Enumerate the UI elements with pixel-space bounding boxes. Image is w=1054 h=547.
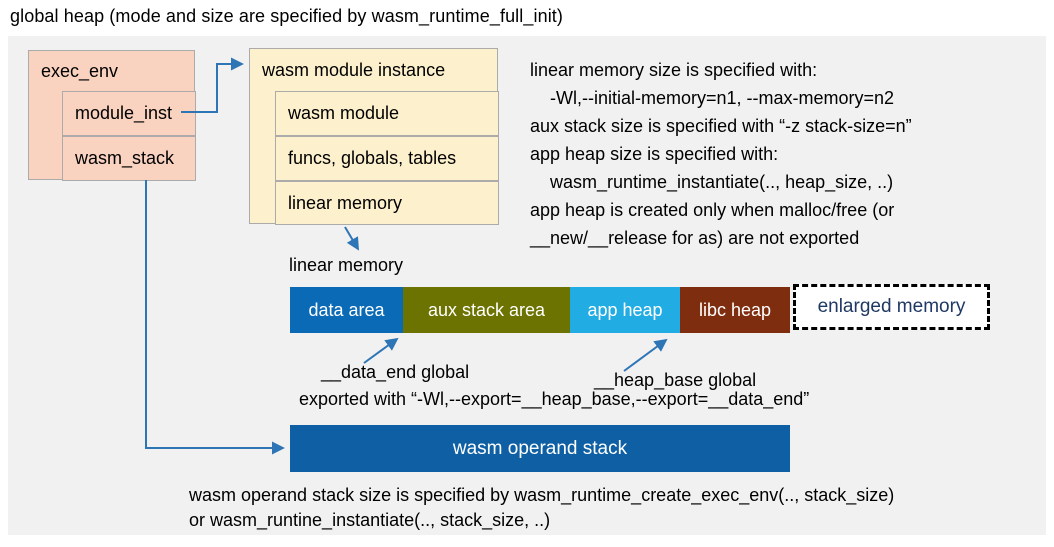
size-notes: linear memory size is specified with: -W… bbox=[530, 56, 1040, 252]
operand-stack-note-line1: wasm operand stack size is specified by … bbox=[189, 485, 895, 505]
diagram-title: global heap (mode and size are specified… bbox=[10, 6, 563, 26]
module-instance-row-funcs-globals-tables: funcs, globals, tables bbox=[275, 136, 499, 181]
exec-env-row-module-inst: module_inst bbox=[62, 91, 196, 136]
operand-stack-note-line2: or wasm_runtine_instantiate(.., stack_si… bbox=[189, 510, 551, 530]
data-end-global-label: __data_end global bbox=[321, 362, 470, 382]
exec-env-header: exec_env bbox=[41, 60, 119, 81]
note-line: aux stack size is specified with “-z sta… bbox=[530, 116, 912, 136]
module-instance-header: wasm module instance bbox=[262, 59, 446, 80]
module-instance-row-linear-memory: linear memory bbox=[275, 181, 499, 225]
note-line: linear memory size is specified with: bbox=[530, 60, 818, 80]
heap-base-global-label: __heap_base global bbox=[594, 370, 757, 390]
note-line: -Wl,--initial-memory=n1, --max-memory=n2 bbox=[550, 88, 895, 108]
exec-env-box: exec_env module_inst wasm_stack bbox=[28, 50, 196, 181]
segment-app-heap: app heap bbox=[570, 287, 680, 333]
note-line: __new/__release for as) are not exported bbox=[530, 228, 860, 248]
diagram-canvas: exec_env module_inst wasm_stack wasm mod… bbox=[8, 36, 1046, 535]
exported-flags-label: exported with “-Wl,--export=__heap_base,… bbox=[299, 389, 810, 409]
exec-env-row-wasm-stack: wasm_stack bbox=[62, 136, 196, 181]
module-instance-row-wasm-module: wasm module bbox=[275, 91, 499, 136]
note-line: app heap is created only when malloc/fre… bbox=[530, 200, 895, 220]
note-line: app heap size is specified with: bbox=[530, 144, 779, 164]
segment-libc-heap: libc heap bbox=[680, 287, 790, 333]
segment-data-area: data area bbox=[290, 287, 403, 333]
linear-memory-label: linear memory bbox=[289, 255, 404, 275]
wasm-operand-stack-bar: wasm operand stack bbox=[290, 425, 790, 472]
module-instance-box: wasm module instance wasm module funcs, … bbox=[249, 48, 499, 225]
segment-enlarged-memory: enlarged memory bbox=[793, 284, 990, 330]
note-line: wasm_runtime_instantiate(.., heap_size, … bbox=[550, 172, 894, 192]
operand-stack-note: wasm operand stack size is specified by … bbox=[189, 483, 894, 533]
segment-aux-stack-area: aux stack area bbox=[403, 287, 570, 333]
